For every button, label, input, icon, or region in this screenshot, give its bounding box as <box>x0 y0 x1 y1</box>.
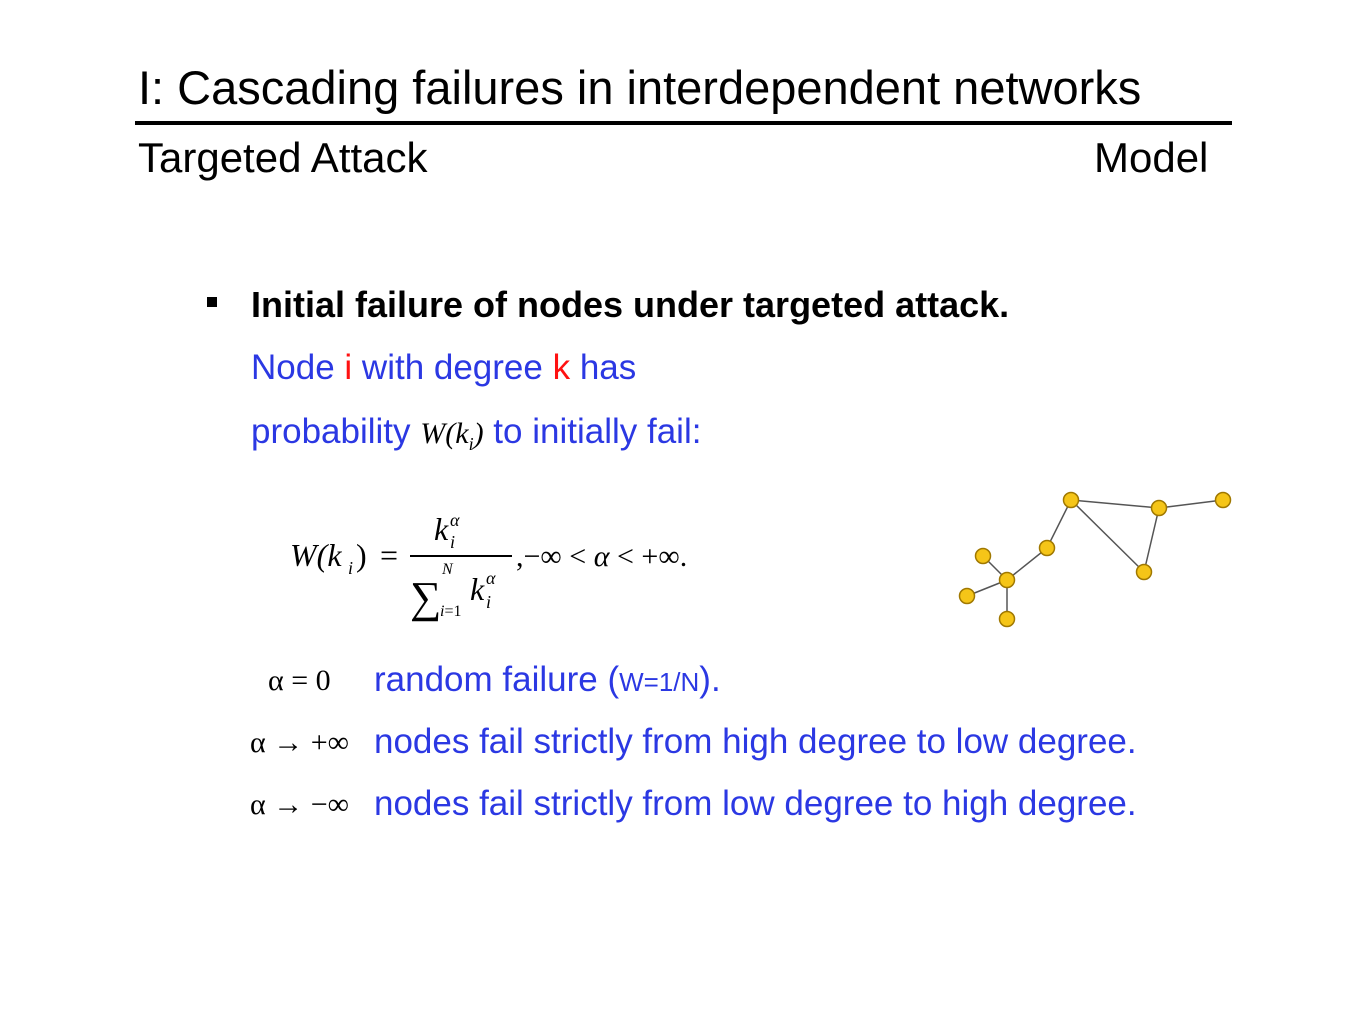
svg-text:k: k <box>470 571 485 607</box>
section-tag: Model <box>1094 134 1209 181</box>
graph-node <box>1038 539 1056 557</box>
case-random-failure: random failure (W=1/N). <box>374 658 721 704</box>
graph-node <box>1135 563 1153 581</box>
bullet-heading: Initial failure of nodes under targeted … <box>251 284 1010 325</box>
graph-node <box>1062 491 1080 509</box>
case-condition-minus-inf: α → −∞ <box>250 788 350 821</box>
graph-node <box>1214 491 1232 509</box>
network-svg <box>958 491 1232 628</box>
graph-node <box>974 547 992 565</box>
graph-node <box>958 587 976 605</box>
degree-var: k <box>552 348 571 387</box>
probability-formula: W(k i ) = k α i ∑ N i=1 k α i ,−∞ < α < … <box>286 504 746 622</box>
case-text-note: W=1/N <box>619 667 700 697</box>
section-label: Targeted Attack <box>138 134 428 181</box>
network-graph-illustration <box>950 485 1250 635</box>
inline-math-w: W(ki) <box>420 417 484 454</box>
case-high-to-low: nodes fail strictly from high degree to … <box>374 722 1137 761</box>
svg-text:): ) <box>356 537 367 573</box>
svg-text:i=1: i=1 <box>440 603 461 620</box>
svg-text:i: i <box>348 558 353 578</box>
formula-graphic: W(k i ) = k α i ∑ N i=1 k α i ,−∞ < α < … <box>290 510 687 622</box>
text-with-degree: with degree <box>352 348 553 387</box>
svg-text:N: N <box>441 561 454 578</box>
svg-text:∑: ∑ <box>410 573 441 622</box>
svg-text:α: α <box>450 510 460 530</box>
case-text-suffix: ). <box>699 660 721 699</box>
case-condition-plus-inf: α → +∞ <box>250 726 350 759</box>
case-condition-zero: α = 0 <box>268 664 331 697</box>
graph-node <box>998 571 1016 589</box>
bullet-marker <box>207 297 217 307</box>
graph-node <box>998 610 1016 628</box>
node-index-var: i <box>344 348 353 387</box>
case-low-to-high: nodes fail strictly from low degree to h… <box>374 784 1137 823</box>
network-nodes <box>958 491 1232 628</box>
text-has: has <box>570 348 637 387</box>
text-probability: probability <box>251 412 421 451</box>
title-underline <box>135 121 1232 125</box>
description-line-1: Node i with degree k has <box>251 346 636 390</box>
network-edges <box>966 499 1224 619</box>
svg-text:α: α <box>486 568 496 588</box>
svg-text:,−∞ < α < +∞.: ,−∞ < α < +∞. <box>516 540 687 573</box>
svg-text:W(k: W(k <box>290 537 342 573</box>
case-text-prefix: random failure ( <box>374 660 620 699</box>
description-line-2: probability W(ki) to initially fail: <box>251 410 701 466</box>
text-node: Node <box>251 348 345 387</box>
text-initially-fail: to initially fail: <box>483 412 702 451</box>
svg-text:k: k <box>434 511 449 547</box>
svg-text:i: i <box>450 532 455 552</box>
graph-node <box>1150 499 1168 517</box>
svg-text:i: i <box>486 592 491 612</box>
svg-text:=: = <box>380 537 398 573</box>
slide-title: I: Cascading failures in interdependent … <box>138 61 1142 114</box>
